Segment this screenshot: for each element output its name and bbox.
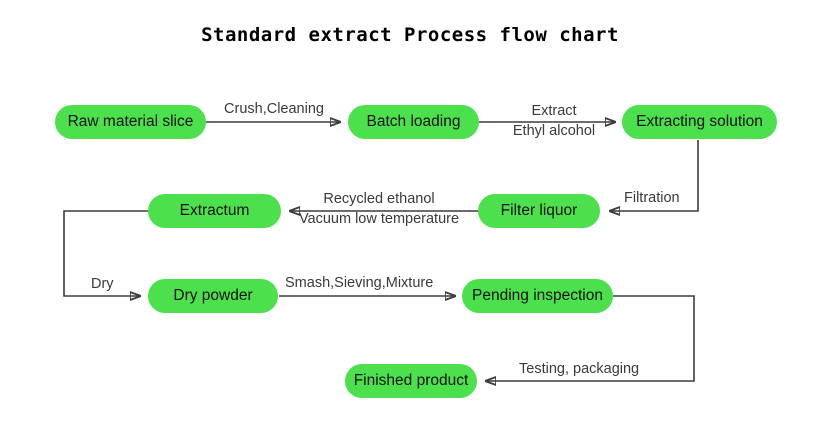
edge-label-recycled-ethanol: Recycled ethanol Vacuum low temperature — [283, 191, 475, 228]
edge-label-crush-cleaning: Crush,Cleaning — [214, 101, 334, 118]
edge-label-extract-ethanol: Extract Ethyl alcohol — [494, 103, 614, 140]
edge-label-line2: Ethyl alcohol — [512, 123, 596, 140]
edge-label-line1: Smash,Sieving,Mixture — [285, 275, 434, 291]
node-finished-product[interactable]: Finished product — [345, 364, 477, 398]
edge-label-line1: Crush,Cleaning — [224, 101, 324, 117]
node-filter-liquor[interactable]: Filter liquor — [478, 194, 600, 228]
node-label: Dry powder — [173, 287, 253, 305]
node-dry-powder[interactable]: Dry powder — [148, 279, 278, 313]
edge-label-line1: Dry — [91, 276, 114, 292]
edge-label-line1: Testing, packaging — [519, 361, 640, 377]
edge-label-filtration: Filtration — [624, 190, 680, 207]
node-batch-loading[interactable]: Batch loading — [348, 105, 479, 139]
node-label: Pending inspection — [472, 287, 603, 305]
node-extractum[interactable]: Extractum — [148, 194, 281, 228]
page-title: Standard extract Process flow chart — [201, 24, 619, 46]
edge-label-dry: Dry — [91, 276, 114, 293]
node-label: Extractum — [179, 202, 250, 220]
node-extracting-solution[interactable]: Extracting solution — [622, 105, 777, 139]
node-label: Batch loading — [366, 113, 461, 131]
edge-label-testing-packaging: Testing, packaging — [519, 361, 639, 378]
edge-label-smash-sieving: Smash,Sieving,Mixture — [285, 275, 433, 292]
node-label: Raw material slice — [67, 113, 194, 131]
edge-label-line2: Vacuum low temperature — [298, 211, 460, 228]
node-raw-material-slice[interactable]: Raw material slice — [55, 105, 206, 139]
node-label: Extracting solution — [636, 113, 763, 131]
edge-label-line1: Filtration — [624, 190, 680, 206]
node-pending-inspection[interactable]: Pending inspection — [462, 279, 613, 313]
node-label: Filter liquor — [500, 202, 578, 220]
node-label: Finished product — [353, 372, 469, 390]
edge-label-line1: Recycled ethanol — [323, 191, 435, 207]
edge-label-line1: Extract — [531, 103, 577, 119]
